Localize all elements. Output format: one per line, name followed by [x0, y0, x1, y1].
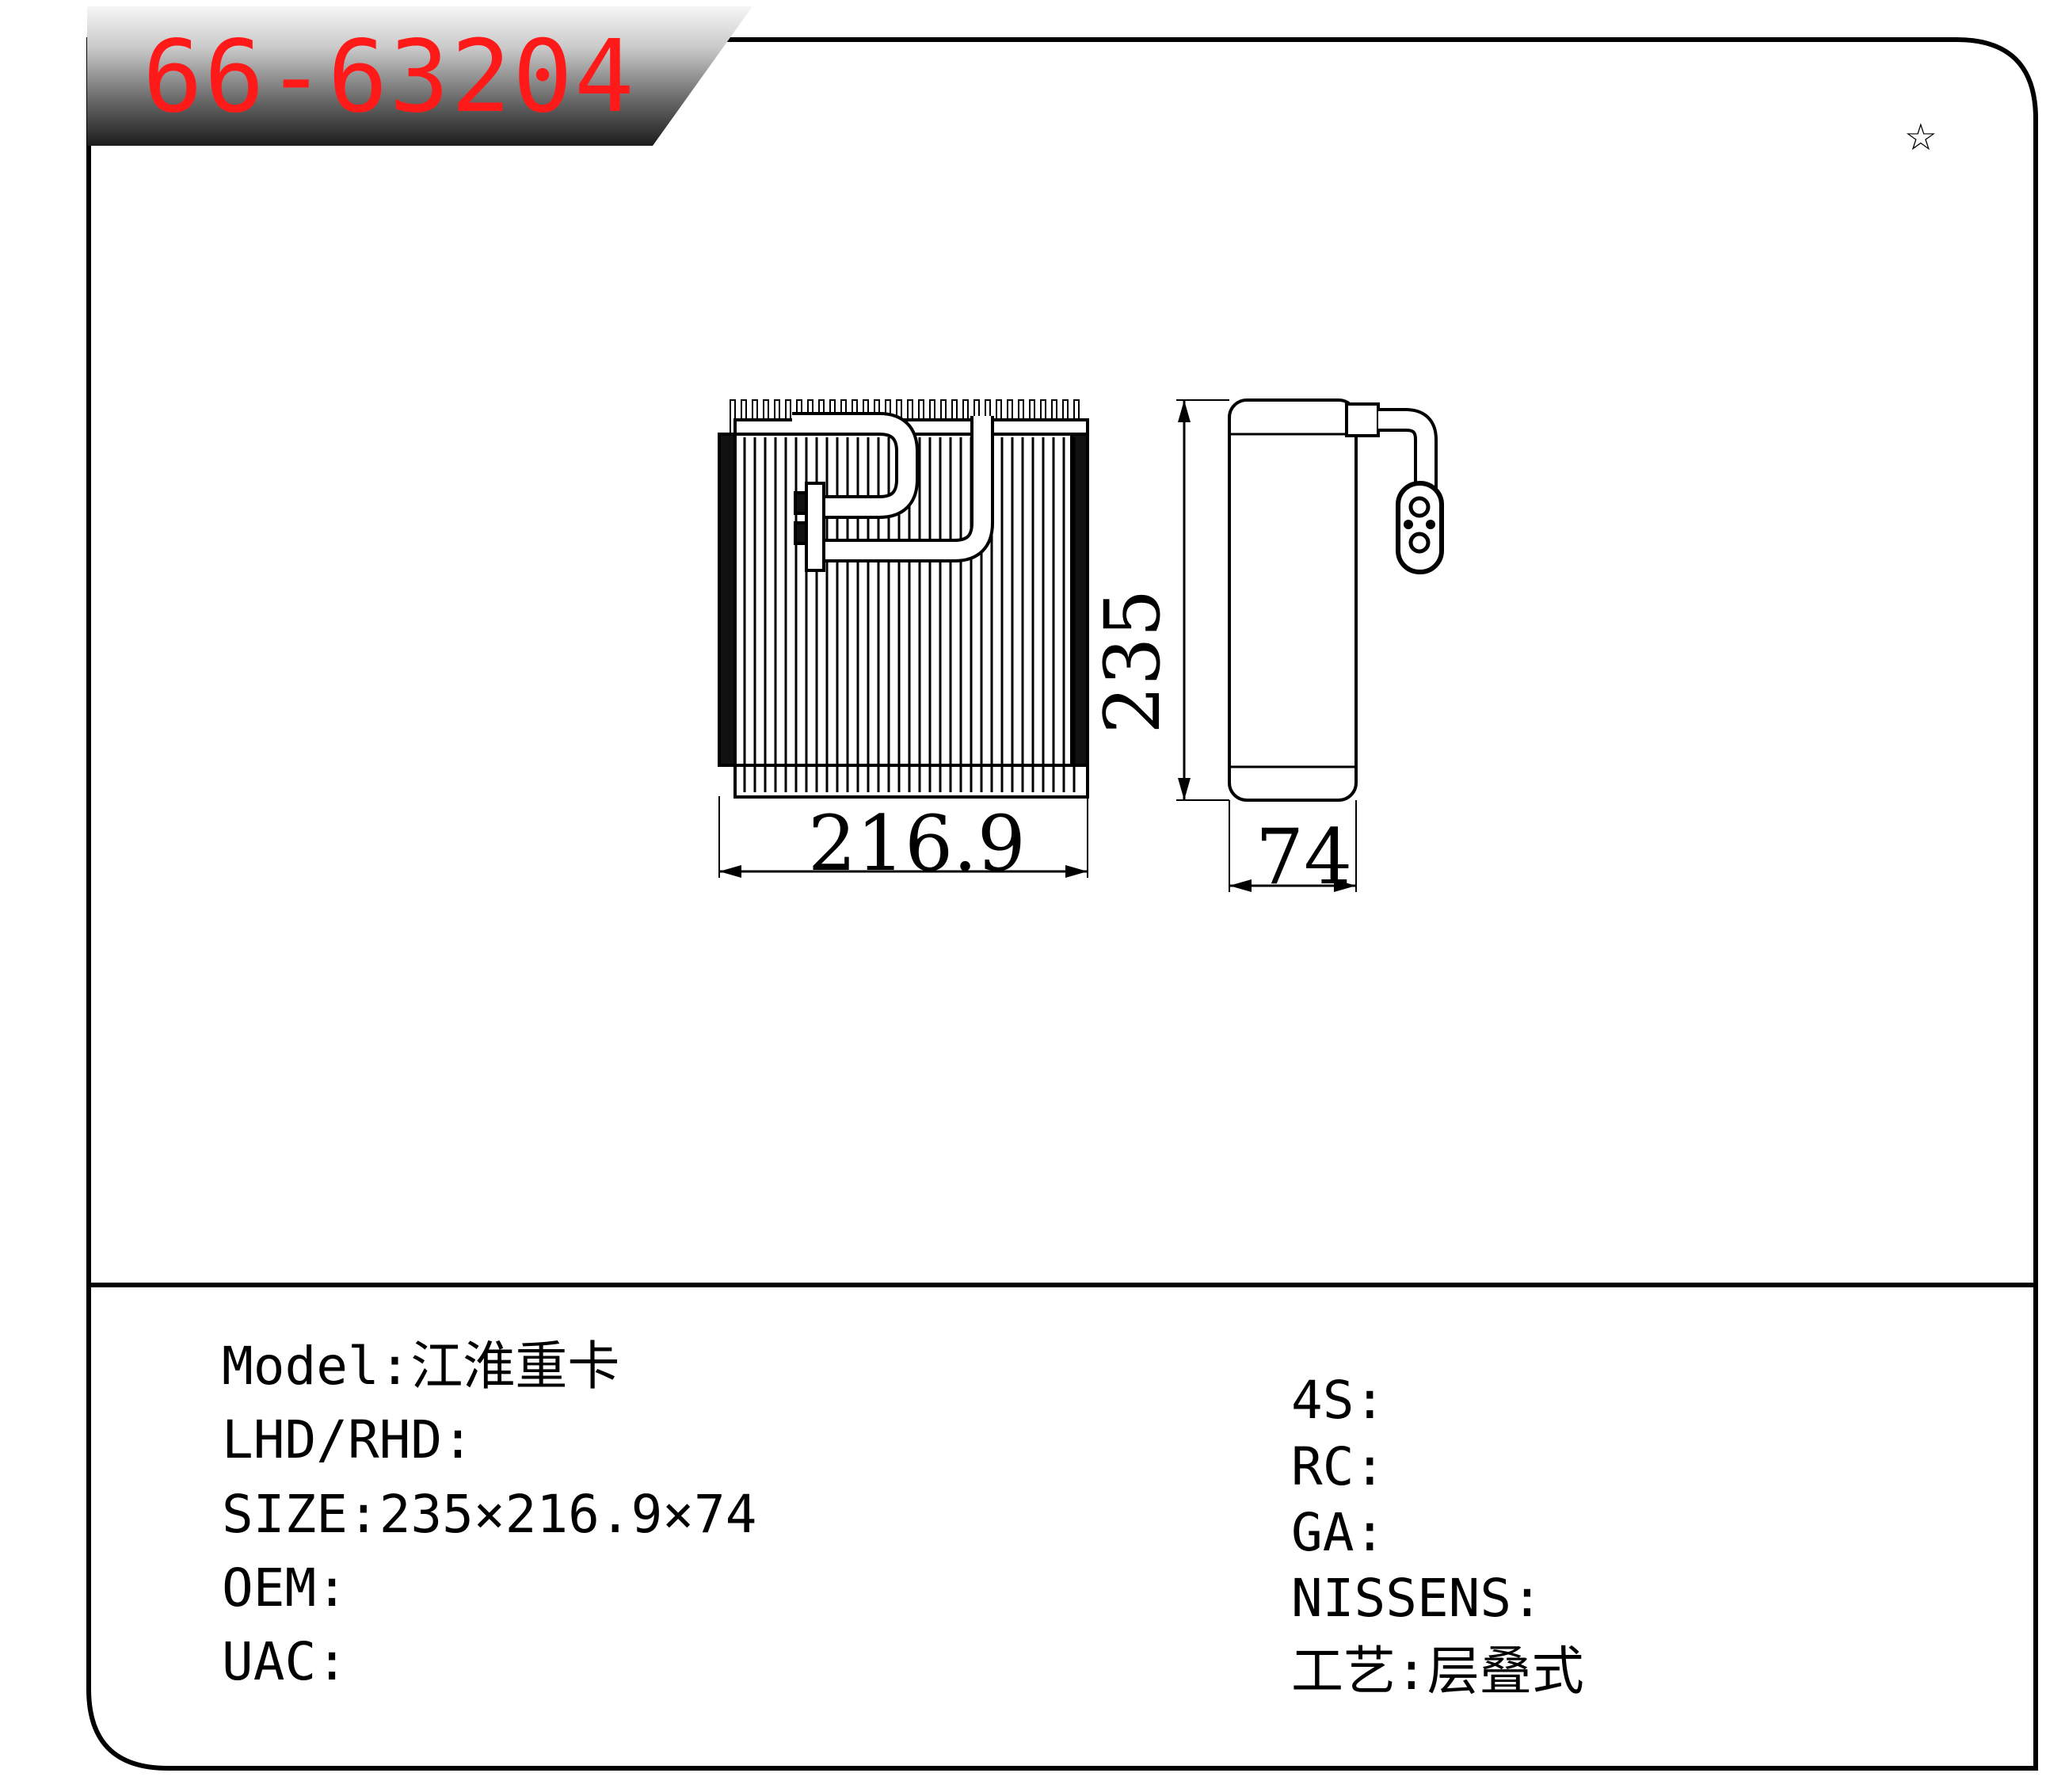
front-view [718, 399, 1089, 878]
spec-4s: 4S: [1291, 1369, 1385, 1432]
spec-label: Model: [222, 1336, 411, 1397]
star-icon: ☆ [1905, 102, 1937, 163]
spec-value: 江淮重卡 [410, 1336, 620, 1397]
spec-lhd-rhd: LHD/RHD: [222, 1409, 474, 1472]
height-dimension-label: 235 [1088, 589, 1177, 734]
spec-oem: OEM: [222, 1557, 348, 1620]
spec-rc: RC: [1291, 1436, 1385, 1499]
spec-nissens: NISSENS: [1291, 1567, 1543, 1630]
spec-label: 4S: [1291, 1370, 1386, 1431]
spec-label: UAC: [222, 1631, 348, 1692]
width-dimension-label: 216.9 [808, 799, 1026, 888]
spec-value: 层叠式 [1427, 1641, 1584, 1702]
spec-process: 工艺:层叠式 [1291, 1640, 1584, 1703]
spec-label: 工艺: [1291, 1641, 1427, 1702]
side-view [1176, 398, 1444, 892]
spec-label: RC: [1291, 1436, 1386, 1497]
spec-label: LHD/RHD: [222, 1409, 474, 1470]
spec-size: SIZE:235×216.9×74 [222, 1483, 757, 1546]
spec-model: Model:江淮重卡 [222, 1335, 619, 1398]
part-number: 66-63204 [143, 18, 636, 135]
spec-label: OEM: [222, 1558, 348, 1619]
spec-label: GA: [1291, 1502, 1386, 1563]
spec-label: SIZE: [222, 1484, 379, 1545]
spec-label: NISSENS: [1291, 1568, 1543, 1629]
spec-value: 235×216.9×74 [379, 1484, 757, 1545]
spec-uac: UAC: [222, 1630, 348, 1694]
part-number-banner [87, 6, 752, 146]
depth-dimension-label: 74 [1255, 813, 1353, 902]
spec-ga: GA: [1291, 1501, 1385, 1565]
